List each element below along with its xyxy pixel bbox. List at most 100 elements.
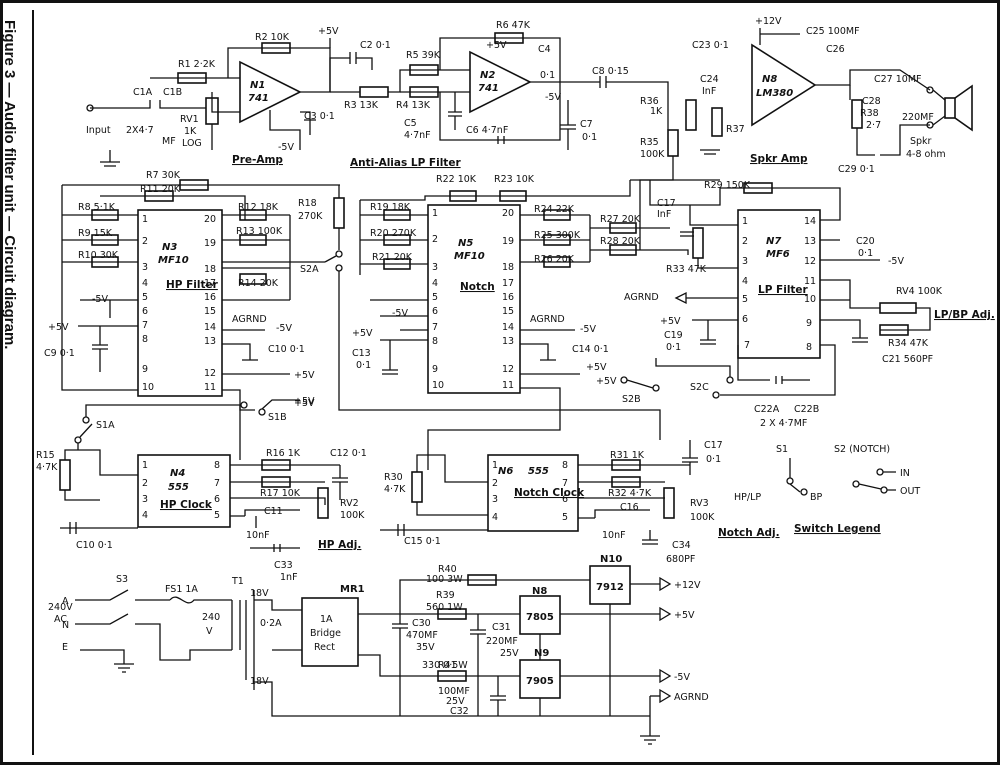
s1a-label: S1A: [96, 420, 115, 431]
c9-label: C9 0·1: [44, 348, 75, 359]
c11-label: C11: [264, 506, 283, 517]
legend-in: IN: [900, 468, 910, 479]
psu-e: E: [62, 642, 68, 653]
n5-pin19: 19: [502, 236, 514, 247]
r18-resistor: [333, 197, 345, 229]
r35-label: R35: [640, 137, 659, 148]
c19-value: 0·1: [666, 342, 681, 353]
n3-type: MF10: [158, 255, 189, 266]
psu-out-12v: +12V: [674, 580, 701, 591]
c7-value: 0·1: [582, 132, 597, 143]
n3-pin3: 3: [142, 262, 148, 273]
c1-unit: MF: [162, 136, 176, 147]
n3-pin10: 10: [142, 382, 154, 393]
bridge-rectifier: [301, 597, 359, 667]
input-terminal: [86, 104, 94, 112]
r30-value: 4·7K: [384, 484, 406, 495]
n3-pin8: 8: [142, 334, 148, 345]
n7-pin3: 3: [742, 256, 748, 267]
c30-label: C30: [412, 618, 431, 629]
n5-pin15: 15: [502, 306, 514, 317]
c28-label: C28: [862, 96, 881, 107]
n5-pin16: 16: [502, 292, 514, 303]
psu-fs1: FS1 1A: [165, 584, 198, 595]
r40-value: 100 3W: [426, 574, 463, 585]
r30-resistor: [411, 471, 423, 503]
n5-pin10: 10: [432, 380, 444, 391]
c17n-value: 0·1: [706, 454, 721, 465]
r5-label: R5 39K: [406, 50, 441, 61]
lp-filter-section: N7 MF6 LP Filter 1 2 3 4 5 6 7 14 13 12 …: [624, 180, 995, 429]
spkr-label: Spkr: [910, 136, 932, 147]
bridge-line2: Bridge: [310, 628, 341, 639]
rv3-value: 100K: [690, 512, 715, 523]
n3-pin6: 6: [142, 306, 148, 317]
rv2-value: 100K: [340, 510, 365, 521]
r38-label: R38: [860, 108, 879, 119]
hp-adj-title-1: HP Adj.: [318, 539, 361, 551]
r1-label: R1 2·2K: [178, 59, 216, 70]
rv1-taper: LOG: [182, 138, 202, 149]
n1-type: 741: [248, 93, 269, 104]
c10b-label: C10 0·1: [76, 540, 113, 551]
c22-value: 2 X 4·7MF: [760, 418, 807, 429]
n7-pin10: 10: [804, 294, 816, 305]
n3-pin18: 18: [204, 264, 216, 275]
r39-value: 560 1W: [426, 602, 463, 613]
r40-label: R40: [438, 564, 457, 575]
n1-minus5v: -5V: [278, 142, 294, 153]
c10-label: C10 0·1: [268, 344, 305, 355]
c17-label: C17: [657, 198, 676, 209]
c8-label: C8 0·15: [592, 66, 629, 77]
n5-type: MF10: [454, 251, 485, 262]
n4-pin7: 7: [214, 478, 220, 489]
n6-pin7: 7: [562, 478, 568, 489]
n7-ref: N7: [766, 236, 781, 247]
n4-ref: N4: [170, 468, 185, 479]
c29-label: C29 0·1: [838, 164, 875, 175]
r35-value: 100K: [640, 149, 665, 160]
c30-value: 470MF: [406, 630, 438, 641]
legend-out: OUT: [900, 486, 920, 497]
bridge-line3: Rect: [314, 642, 335, 653]
n5-pin13: 13: [502, 336, 514, 347]
n3-plus5v-c: +5V: [294, 398, 315, 409]
legend-s1: S1: [776, 444, 788, 455]
bridge-line1: 1A: [320, 614, 333, 625]
antialias-section: N2 741 R5 39K R4 13K C5 4·7nF R6 47K C4 …: [350, 20, 640, 169]
n5-pin12: 12: [502, 364, 514, 375]
c16-value: 10nF: [602, 530, 626, 541]
n4-pin8: 8: [214, 460, 220, 471]
n6-pin6: 6: [562, 494, 568, 505]
switch-legend-title-1: Switch Legend: [794, 523, 881, 535]
n7-plus5v: +5V: [660, 316, 681, 327]
s2c-label: S2C: [690, 382, 709, 393]
n6-pin2: 2: [492, 478, 498, 489]
r24-label: R24 22K: [534, 204, 575, 215]
n1-plus5v: +5V: [318, 26, 339, 37]
rv4-pot: [879, 302, 917, 314]
psu-out-m5v: -5V: [674, 672, 690, 683]
input-label: Input: [86, 125, 111, 136]
r5-resistor: [409, 64, 439, 76]
r33-label: R33 47K: [666, 264, 707, 275]
r36-value: 1K: [650, 106, 663, 117]
r1-resistor: [177, 72, 207, 84]
ic-n6-555: [487, 454, 579, 532]
psu-v: V: [206, 626, 213, 637]
r6-label: R6 47K: [496, 20, 531, 31]
r39-label: R39: [436, 590, 455, 601]
c31-voltage: 25V: [500, 648, 519, 659]
n6-pin8: 8: [562, 460, 568, 471]
n3-plus5v-b: +5V: [294, 370, 315, 381]
n3-ref: N3: [162, 242, 177, 253]
r18-value: 270K: [298, 211, 323, 222]
c30-voltage: 35V: [416, 642, 435, 653]
psu-out-agrnd: AGRND: [674, 692, 709, 703]
r30-label: R30: [384, 472, 403, 483]
r3-label: R3 13K: [344, 100, 379, 111]
c1b-label: C1B: [163, 87, 182, 98]
r26-label: R26 20K: [534, 254, 575, 265]
n4-type: 555: [168, 482, 189, 493]
